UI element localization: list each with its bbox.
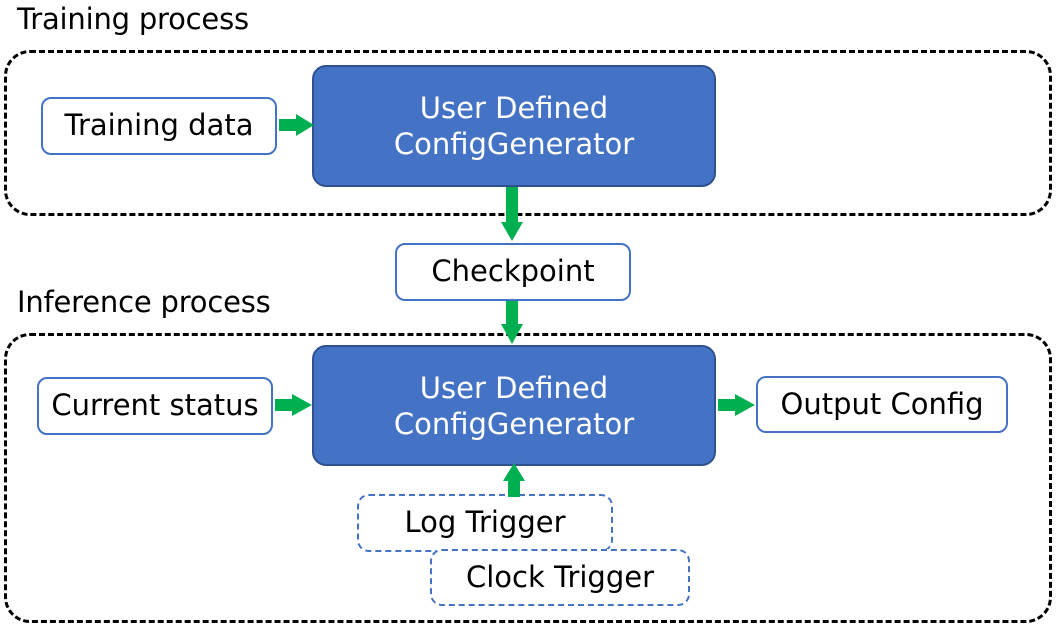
- node-generator-inference-line2: ConfigGenerator: [393, 406, 635, 441]
- node-log-trigger[interactable]: Log Trigger: [357, 494, 613, 552]
- node-generator-training-line1: User Defined: [419, 91, 609, 125]
- node-current-status[interactable]: Current status: [37, 377, 273, 435]
- node-output-config[interactable]: Output Config: [756, 376, 1008, 433]
- node-user-defined-configgenerator-training[interactable]: User Defined ConfigGenerator: [312, 65, 716, 187]
- node-generator-training-line2: ConfigGenerator: [393, 127, 635, 161]
- node-generator-inference-line1: User Defined: [419, 370, 609, 405]
- node-clock-trigger-label: Clock Trigger: [465, 559, 655, 594]
- node-checkpoint-label: Checkpoint: [431, 254, 595, 289]
- node-log-trigger-label: Log Trigger: [404, 505, 566, 540]
- node-training-data[interactable]: Training data: [41, 97, 277, 155]
- node-clock-trigger[interactable]: Clock Trigger: [430, 549, 690, 606]
- inference-process-label: Inference process: [17, 285, 271, 319]
- training-process-container: [4, 50, 1052, 216]
- node-checkpoint[interactable]: Checkpoint: [395, 243, 631, 301]
- node-training-data-label: Training data: [64, 108, 254, 143]
- node-user-defined-configgenerator-inference[interactable]: User Defined ConfigGenerator: [312, 345, 716, 466]
- inference-process-container: [4, 333, 1052, 623]
- training-process-label: Training process: [17, 2, 249, 36]
- node-output-config-label: Output Config: [780, 386, 984, 421]
- node-current-status-label: Current status: [51, 388, 259, 423]
